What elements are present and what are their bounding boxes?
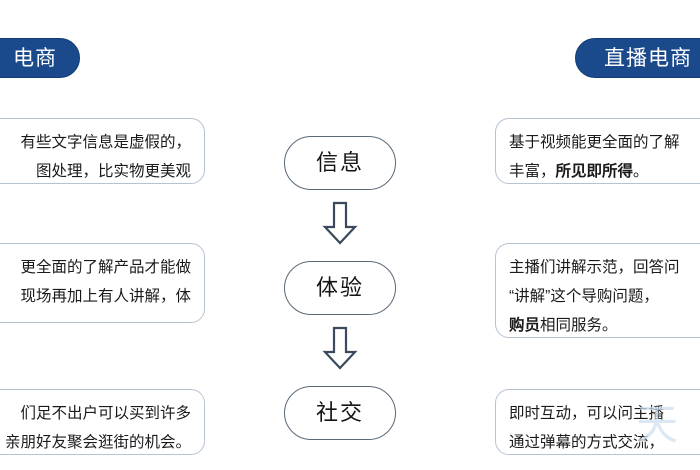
- right-box-2-line-2: “讲解”这个导购问题，: [509, 288, 659, 305]
- left-box-2: 更全面的了解产品才能做 现场再加上有人讲解，体: [0, 243, 205, 323]
- right-box-3-line-1: 即时互动，可以问主播: [509, 405, 665, 422]
- right-box-2-line-3: 购员相同服务。: [509, 317, 618, 334]
- right-box-2: 主播们讲解示范，回答问 “讲解”这个导购问题， 购员相同服务。: [495, 243, 700, 338]
- left-box-1: 有些文字信息是虚假的， 图处理，比实物更美观: [0, 118, 205, 184]
- right-box-3-line-2: 通过弹幕的方式交流，: [509, 434, 665, 451]
- left-box-3: 们足不出户可以买到许多 亲朋好友聚会逛街的机会。: [0, 389, 205, 455]
- arrow-down-icon: [322, 201, 358, 245]
- stage-pill-social: 社交: [284, 386, 396, 440]
- left-box-1-line-1: 有些文字信息是虚假的，: [20, 134, 191, 151]
- right-box-1: 基于视频能更全面的了解 丰富，所见即所得。: [495, 118, 700, 184]
- header-pill-right: 直播电商: [575, 38, 700, 78]
- left-box-2-line-1: 更全面的了解产品才能做: [20, 259, 191, 276]
- right-box-3: 即时互动，可以问主播 通过弹幕的方式交流，: [495, 389, 700, 455]
- left-box-3-line-2: 亲朋好友聚会逛街的机会。: [4, 434, 191, 451]
- left-box-2-line-2: 现场再加上有人讲解，体: [20, 288, 191, 305]
- right-box-1-line-2: 丰富，所见即所得。: [509, 163, 649, 180]
- stage-pill-information: 信息: [284, 136, 396, 190]
- left-box-3-line-1: 们足不出户可以买到许多: [20, 405, 191, 422]
- arrow-down-icon: [322, 326, 358, 370]
- header-pill-left: 电商: [0, 38, 80, 78]
- stage-pill-experience: 体验: [284, 261, 396, 315]
- right-box-2-line-1: 主播们讲解示范，回答问: [509, 259, 680, 276]
- left-box-1-line-2: 图处理，比实物更美观: [35, 163, 191, 180]
- right-box-1-line-1: 基于视频能更全面的了解: [509, 134, 680, 151]
